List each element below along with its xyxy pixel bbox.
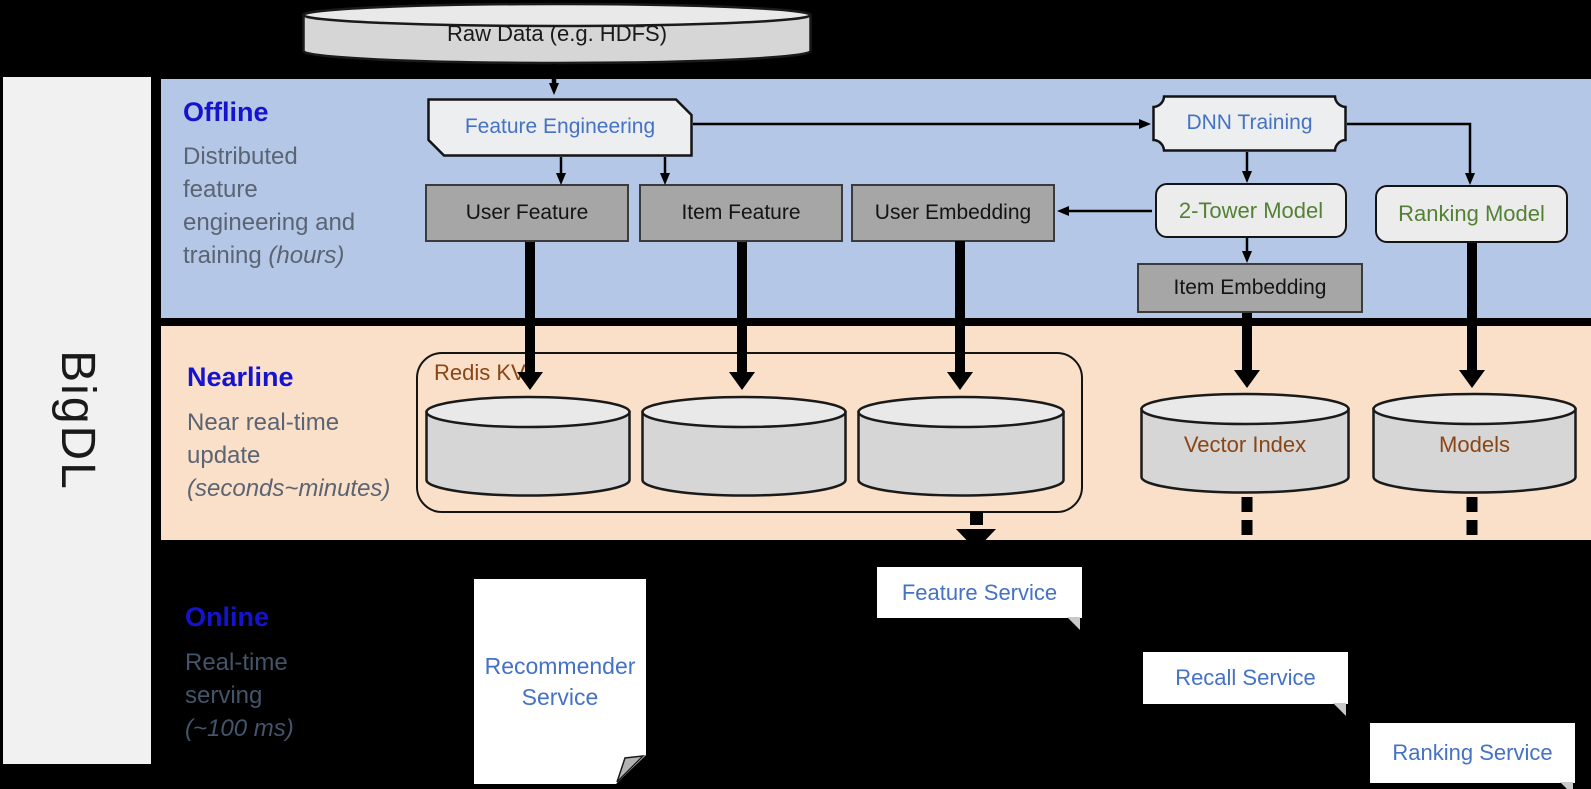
online-section-description: Real-time serving (~100 ms) [185,646,320,745]
item-feature-node: Item Feature [639,184,843,242]
redis-shard-2-store [641,395,847,498]
user-embedding-node: User Embedding [851,184,1055,242]
cylinder-icon [302,2,812,65]
ranking-service-node: Ranking Service [1370,723,1575,789]
feature-service-label: Feature Service [901,579,1058,605]
cylinder-icon [857,395,1065,497]
vector-index-store: Vector Index [1140,392,1350,495]
cylinder-icon [1140,392,1350,494]
offline-section-description: Distributed feature engineering and trai… [183,140,373,272]
online-desc-note: (~100 ms) [185,715,294,742]
online-desc-text: Real-time serving [185,649,288,709]
item-embedding-node: Item Embedding [1137,263,1363,313]
nearline-desc-note: (seconds~minutes) [187,475,391,502]
online-section-title: Online [185,602,270,632]
raw-data-store: Raw Data (e.g. HDFS) [302,2,812,65]
cylinder-icon [641,395,847,497]
feature-engineering-label: Feature Engineering [464,115,656,138]
vector-index-label: Vector Index [1183,432,1307,457]
document-shape-icon [474,579,646,784]
models-label: Models [1439,432,1510,457]
user-feature-node: User Feature [425,184,629,242]
two-tower-model-node: 2-Tower Model [1155,183,1347,238]
ranking-service-label: Ranking Service [1392,740,1553,765]
feature-engineering-node: Feature Engineering [427,98,693,157]
bigdl-sidebar: BigDL [3,77,151,764]
nearline-section-description: Near real-time update (seconds~minutes) [187,406,397,505]
user-feature-label: User Feature [465,201,589,224]
offline-desc-note: (hours) [268,242,345,269]
nearline-desc-text: Near real-time update [187,409,340,469]
offline-section-title: Offline [183,97,269,127]
recommender-service-node: Recommender Service [474,579,646,784]
two-tower-model-label: 2-Tower Model [1178,197,1324,223]
dnn-training-label: DNN Training [1186,111,1313,134]
offline-desc-text: Distributed feature engineering and trai… [183,143,356,269]
cylinder-icon [425,395,631,497]
item-embedding-label: Item Embedding [1173,276,1327,299]
card-shape-icon [427,98,693,157]
bigdl-logo-text: BigDL [50,350,104,491]
nearline-section-title: Nearline [187,362,294,392]
redis-kv-label: Redis KV [434,360,526,385]
redis-shard-1-store [425,395,631,498]
recall-service-label: Recall Service [1175,665,1316,690]
raw-data-label: Raw Data (e.g. HDFS) [446,21,668,46]
user-embedding-label: User Embedding [874,201,1032,224]
ranking-model-node: Ranking Model [1375,185,1568,243]
ranking-model-label: Ranking Model [1398,201,1545,226]
recall-service-node: Recall Service [1143,652,1348,716]
cylinder-icon [1372,392,1577,494]
feature-service-node: Feature Service [877,567,1082,630]
models-store: Models [1372,392,1577,495]
recommender-service-label: Recommender Service [484,653,636,710]
redis-kv-container [416,352,1083,513]
item-feature-label: Item Feature [681,201,801,224]
dnn-training-node: DNN Training [1152,95,1347,152]
plaque-shape-icon [1152,95,1347,152]
redis-shard-3-store [857,395,1065,498]
